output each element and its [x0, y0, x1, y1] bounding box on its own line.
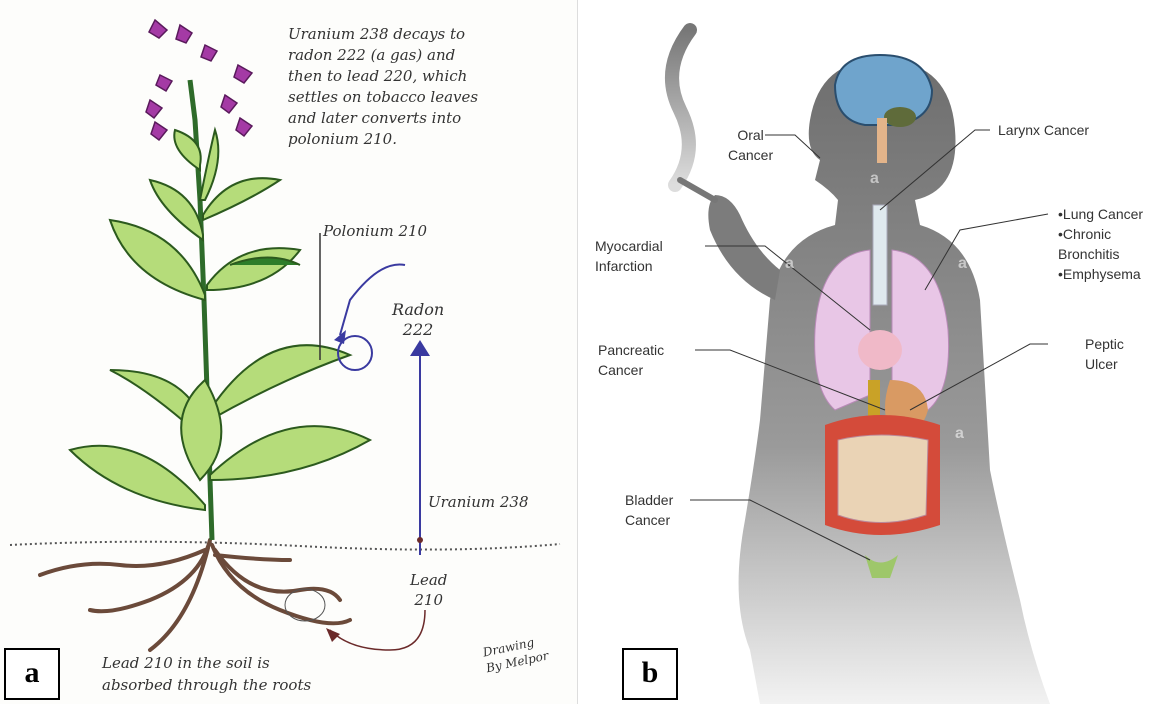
up-arrow-head: [410, 340, 430, 356]
cigarette: [680, 180, 715, 200]
panel-letter-b: b: [622, 648, 678, 700]
lead-arrow: [330, 610, 425, 650]
plant-roots: [40, 540, 350, 650]
watermark: a: [870, 170, 879, 188]
annotation-line: settles on tobacco leaves: [288, 87, 478, 108]
watermark: a: [785, 255, 794, 273]
annotation-line: and later converts into: [288, 108, 478, 129]
annotation-line: polonium 210.: [288, 129, 478, 150]
polonium-label: Polonium 210: [323, 222, 427, 240]
small-intestine: [838, 435, 928, 523]
annotation-line: Uranium 238 decays to: [288, 24, 478, 45]
plant-flowers: [146, 20, 252, 140]
watermark: a: [958, 255, 967, 273]
soil-line: [10, 542, 560, 550]
label-lung-diseases: •Lung Cancer•Chronic Bronchitis•Emphysem…: [1058, 204, 1143, 284]
brain: [835, 55, 932, 125]
uranium-label: Uranium 238: [428, 493, 529, 511]
decay-annotation: Uranium 238 decays to radon 222 (a gas) …: [288, 24, 478, 150]
watermark: a: [955, 425, 964, 443]
plant-leaves: [70, 130, 370, 510]
panel-a-tobacco-plant: Uranium 238 decays to radon 222 (a gas) …: [0, 0, 578, 704]
annotation-line: radon 222 (a gas) and: [288, 45, 478, 66]
panel-letter-a: a: [4, 648, 60, 700]
smoke: [672, 30, 690, 185]
label-larynx-cancer: Larynx Cancer: [998, 120, 1089, 140]
trachea: [873, 205, 887, 305]
raised-arm: [708, 195, 780, 300]
annotation-line: then to lead 220, which: [288, 66, 478, 87]
